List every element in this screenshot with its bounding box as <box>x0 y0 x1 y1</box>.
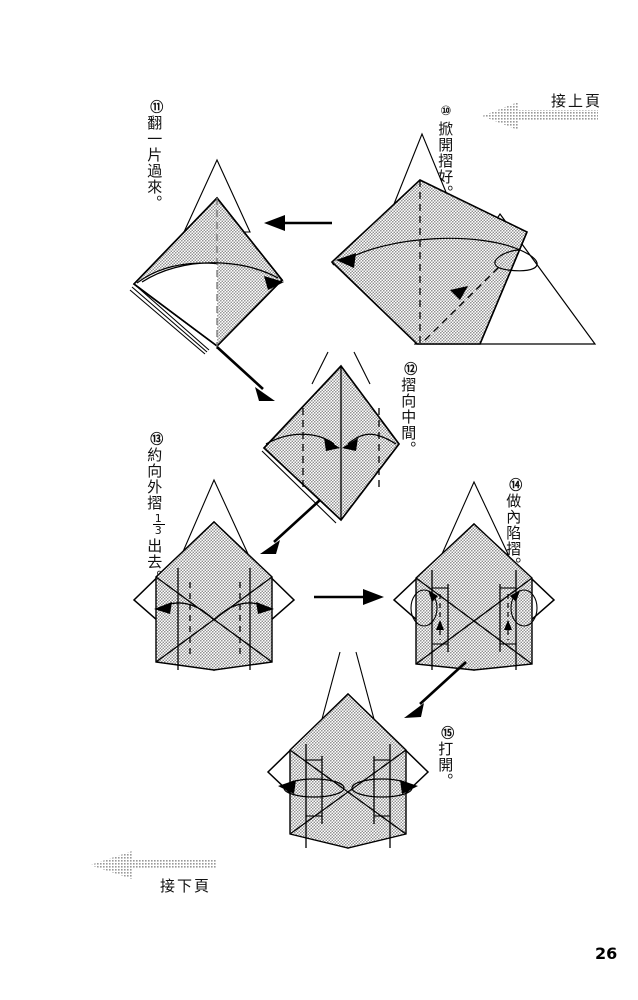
step-15-caption: ⑮打開。 <box>436 726 455 789</box>
step-11-number: ⑪ <box>147 100 163 114</box>
step-10-number: ⑩ <box>438 104 454 120</box>
arrow-10-to-11 <box>262 212 334 234</box>
continuation-bottom-arrow-icon <box>88 848 218 882</box>
continuation-top-arrow-icon <box>480 100 600 134</box>
step-13-number: ⑬ <box>147 432 163 446</box>
arrow-12-to-13 <box>248 498 322 560</box>
fraction-denominator: 3 <box>154 524 163 537</box>
step-10-diagram <box>320 122 620 352</box>
step-15-number: ⑮ <box>438 726 454 740</box>
step-13-diagram <box>122 472 307 672</box>
step-15-text: 打開。 <box>436 741 455 789</box>
continuation-top-label: 接上頁 <box>551 92 603 110</box>
step-14-diagram <box>392 472 587 672</box>
continuation-bottom-label: 接下頁 <box>160 877 212 895</box>
step-12-diagram <box>236 351 406 527</box>
step-11-diagram <box>112 150 312 355</box>
step-14-number: ⑭ <box>506 478 522 492</box>
step-12-text: 摺向中間。 <box>399 377 418 457</box>
step-14-caption: ⑭做內陷摺。 <box>504 478 523 576</box>
step-13-text-before: 約向外摺 <box>145 447 164 511</box>
step-12-number: ⑫ <box>401 362 417 376</box>
fraction-numerator: 1 <box>152 512 165 525</box>
arrow-14-to-15 <box>392 660 468 724</box>
step-12-caption: ⑫摺向中間。 <box>399 362 418 460</box>
arrow-11-to-12 <box>215 345 285 407</box>
step-11-caption: ⑪翻一片過來。 <box>145 100 164 211</box>
arrow-13-to-14 <box>312 586 388 608</box>
step-15-diagram <box>252 651 444 852</box>
step-11-text: 翻一片過來。 <box>145 115 164 211</box>
step-14-text: 做內陷摺。 <box>504 493 523 573</box>
page-number: 26 <box>595 944 618 963</box>
